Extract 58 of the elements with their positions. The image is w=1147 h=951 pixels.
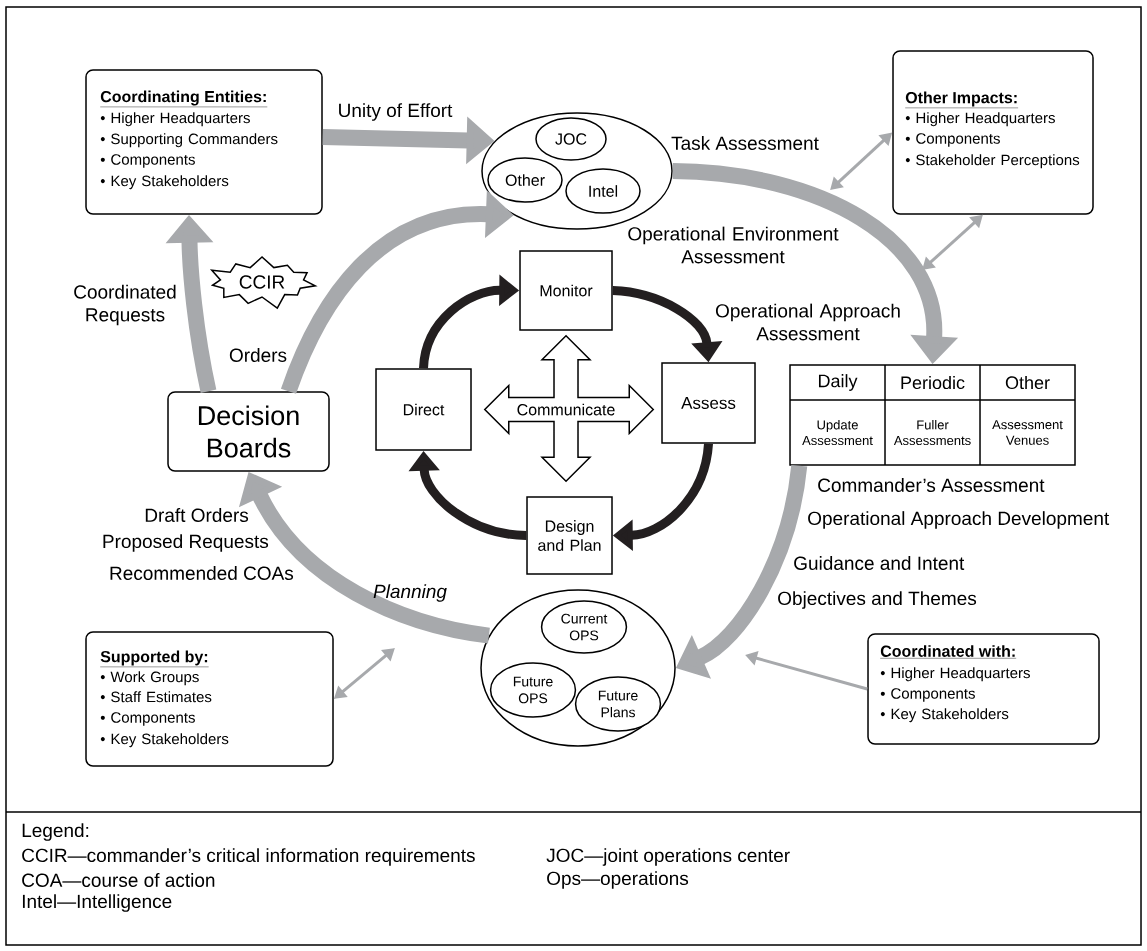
table-cell: Periodic xyxy=(901,375,965,390)
table-cell: Other xyxy=(1005,375,1050,390)
legend-entry: JOC—joint operations center xyxy=(546,848,790,866)
flow-text: Operational Approach Assessment xyxy=(715,303,900,341)
edge-label: Task Assessment xyxy=(671,136,819,150)
list-item: • Work Groups xyxy=(100,671,199,686)
process-box: Monitor xyxy=(519,250,613,331)
edge-label: Commander’s Assessment xyxy=(818,478,1045,492)
starburst: CCIR xyxy=(209,256,318,310)
box-heading: Supported by: xyxy=(100,650,209,668)
table-cell: Daily xyxy=(819,374,858,391)
flow-text: Guidance and Intent xyxy=(794,556,965,570)
list-item: • Higher Headquarters xyxy=(905,112,1055,127)
edge-label: Planning xyxy=(373,584,447,602)
list-item: • Components xyxy=(100,712,195,726)
edge-label: Coordinated Requests xyxy=(74,284,176,326)
list-item: • Key Stakeholders xyxy=(880,708,1009,723)
list-item: • Key Stakeholders xyxy=(100,175,229,190)
table-cell: Update Assessment xyxy=(802,419,873,446)
four-way-arrow xyxy=(483,334,655,483)
flow-text: Operational Environment Assessment xyxy=(628,226,839,264)
process-box: Assess xyxy=(661,362,756,444)
edge-label: Communicate xyxy=(517,403,615,416)
table-cell: Assessment Venues xyxy=(992,420,1063,445)
box-heading: Coordinating Entities: xyxy=(100,90,268,108)
list-item: • Components xyxy=(905,133,1000,147)
legend-title: Legend: xyxy=(22,823,89,841)
ellipse-node: Current OPS xyxy=(540,600,628,654)
flow-text: Draft Orders xyxy=(145,508,249,522)
legend-entry: Ops—operations xyxy=(547,871,689,889)
list-item: • Staff Estimates xyxy=(100,691,212,703)
list-item: • Components xyxy=(100,154,195,168)
legend-entry: CCIR—commander’s critical information requirements xyxy=(22,848,475,866)
list-item: • Higher Headquarters xyxy=(880,667,1030,682)
list-item: • Components xyxy=(880,688,975,702)
process-box: Design and Plan xyxy=(526,496,613,575)
list-item: • Stakeholder Perceptions xyxy=(905,154,1080,169)
ellipse-node: Intel xyxy=(565,168,641,214)
legend-entry: COA—course of action xyxy=(22,873,215,887)
ellipse-node: Future OPS xyxy=(489,662,577,718)
flow-text: Recommended COAs xyxy=(110,566,294,580)
process-box: Direct xyxy=(375,368,472,451)
ellipse-node: JOC xyxy=(535,117,607,161)
box-heading: Coordinated with: xyxy=(880,645,1017,659)
edge-label: Unity of Effort xyxy=(339,103,453,121)
table-cell: Fuller Assessments xyxy=(893,419,971,446)
edge-label: Orders xyxy=(229,348,287,362)
board-box: Decision Boards xyxy=(167,391,330,472)
box-heading: Other Impacts: xyxy=(905,91,1019,109)
ellipse-node: Future Plans xyxy=(574,676,662,732)
list-item: • Supporting Commanders xyxy=(100,133,278,148)
list-item: • Key Stakeholders xyxy=(100,733,229,748)
ellipse-node: Other xyxy=(487,157,563,203)
list-item: • Higher Headquarters xyxy=(100,112,250,127)
flow-text: Operational Approach Development xyxy=(808,511,1110,529)
flow-text: Objectives and Themes xyxy=(778,591,977,609)
legend-entry: Intel—Intelligence xyxy=(22,894,172,912)
flow-text: Proposed Requests xyxy=(103,534,269,552)
